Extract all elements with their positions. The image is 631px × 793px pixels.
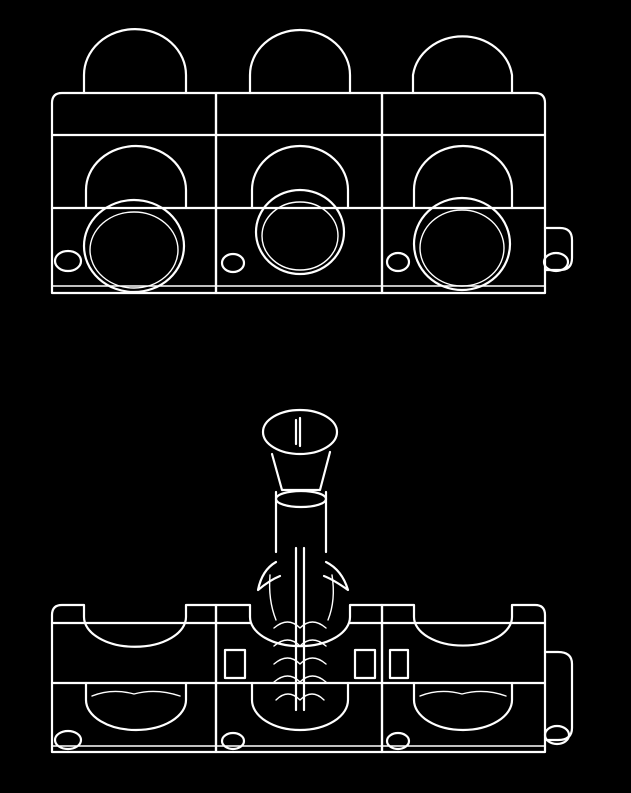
top-module-2 (214, 91, 384, 295)
cable-top-2 (248, 28, 352, 95)
bottom-clip-assembly (50, 603, 574, 754)
bottom-module-3 (380, 603, 547, 754)
top-module-1 (50, 91, 218, 295)
bottom-module-1 (50, 603, 218, 754)
wall-plug-anchor-icon (256, 489, 350, 712)
screw-and-anchor (256, 408, 350, 712)
bottom-side-pin (543, 650, 574, 746)
bottom-module-2 (214, 603, 384, 754)
cable-top-3 (411, 35, 514, 95)
slotted-screw-icon (261, 408, 339, 492)
top-side-pin (542, 226, 574, 273)
cable-top-1 (82, 28, 188, 95)
top-clip-assembly (50, 28, 574, 295)
top-module-3 (380, 91, 547, 295)
